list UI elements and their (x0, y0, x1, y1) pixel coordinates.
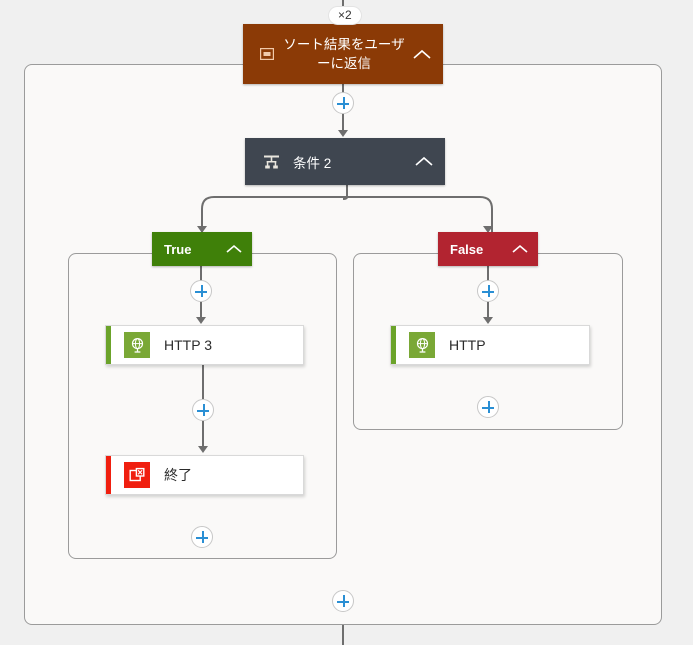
response-icon (259, 46, 275, 62)
control-node-condition[interactable]: 条件 2 (245, 138, 445, 185)
http-globe-icon (409, 332, 435, 358)
arrow-head-true-terminate (198, 446, 208, 453)
chevron-up-icon[interactable] (415, 156, 433, 167)
action-card-http-3-label: HTTP 3 (164, 337, 212, 353)
arrow-head-false-branch (483, 226, 493, 233)
action-card-http[interactable]: HTTP (390, 325, 590, 365)
branch-header-false-label: False (450, 241, 484, 257)
action-card-http-3[interactable]: HTTP 3 (105, 325, 304, 365)
branch-header-false[interactable]: False (438, 232, 538, 266)
chevron-up-icon[interactable] (413, 49, 431, 60)
add-step-true-top[interactable] (190, 280, 212, 302)
connector-true-d (202, 421, 204, 448)
condition-icon (263, 154, 279, 170)
action-node-response[interactable]: ソート結果をユーザーに返信 (243, 24, 443, 84)
add-step-below-response[interactable] (332, 92, 354, 114)
connector-true-c (202, 365, 204, 399)
iteration-count-badge: ×2 (329, 7, 361, 24)
arrow-head-true-branch (197, 226, 207, 233)
add-step-scope-bottom[interactable] (332, 590, 354, 612)
status-accent-bar (391, 326, 396, 364)
arrow-head-false-http (483, 317, 493, 324)
terminate-icon (124, 462, 150, 488)
connector-true-b (200, 302, 202, 320)
connector-false-a (487, 266, 489, 284)
action-node-response-label: ソート結果をユーザーに返信 (283, 37, 405, 71)
action-card-terminate-label: 終了 (164, 467, 192, 483)
connector-true-a (200, 266, 202, 284)
status-accent-bar (106, 456, 111, 494)
arrow-head-true-http3 (196, 317, 206, 324)
add-step-true-middle[interactable] (192, 399, 214, 421)
action-card-terminate[interactable]: 終了 (105, 455, 304, 495)
add-step-false-bottom[interactable] (477, 396, 499, 418)
connector-scope-outgoing (342, 625, 344, 645)
branch-header-true-label: True (164, 241, 192, 257)
branch-header-true[interactable]: True (152, 232, 252, 266)
control-node-condition-label: 条件 2 (293, 155, 332, 171)
connector-response-to-condition-b (342, 114, 344, 132)
connector-top-incoming (342, 0, 344, 8)
chevron-up-icon[interactable] (512, 244, 528, 254)
action-card-http-label: HTTP (449, 337, 486, 353)
status-accent-bar (106, 326, 111, 364)
http-globe-icon (124, 332, 150, 358)
add-step-true-bottom[interactable] (191, 526, 213, 548)
add-step-false-top[interactable] (477, 280, 499, 302)
connector-condition-split (201, 185, 493, 233)
arrow-head-condition (338, 130, 348, 137)
connector-false-b (487, 302, 489, 320)
chevron-up-icon[interactable] (226, 244, 242, 254)
